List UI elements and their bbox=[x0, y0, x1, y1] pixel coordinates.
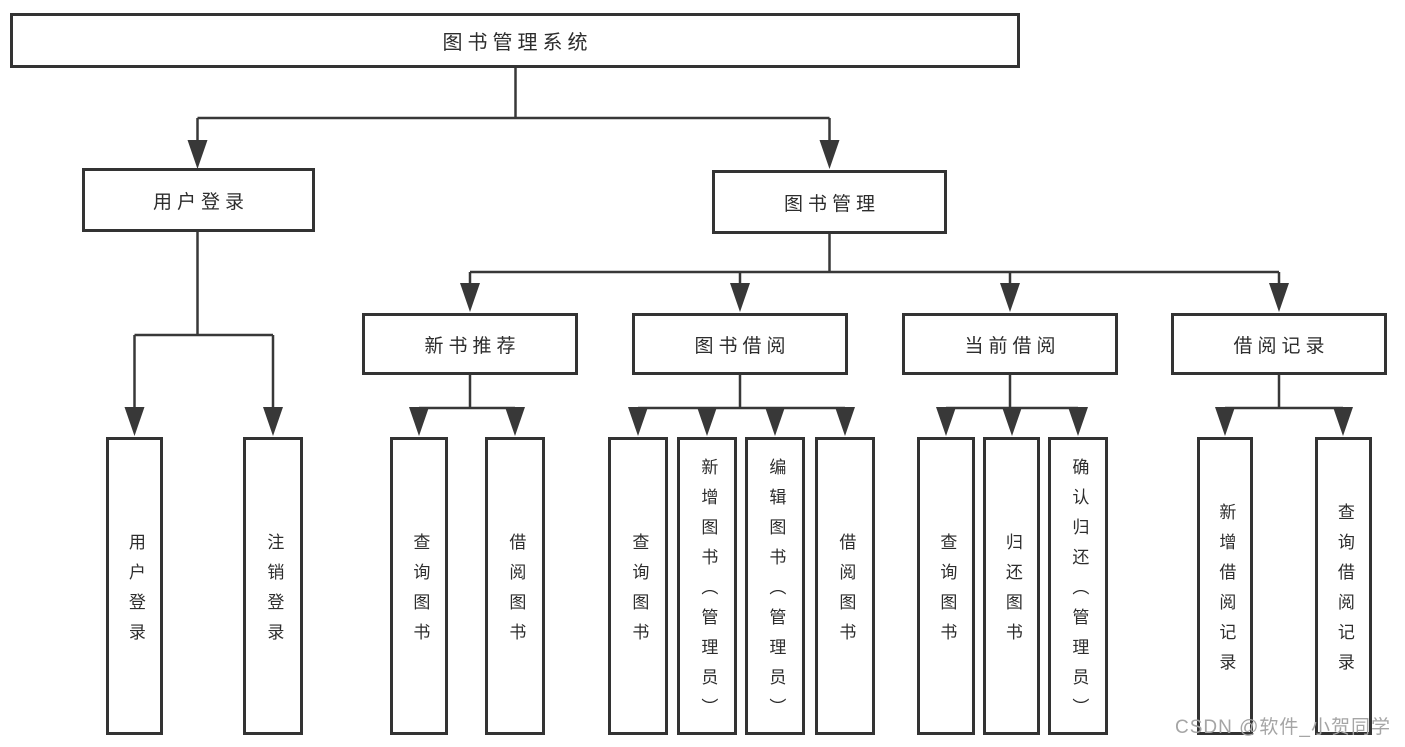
node-query-borrow-record-label: 查询借阅记录 bbox=[1334, 502, 1354, 683]
csdn-watermark: CSDN @软件_小贺同学 bbox=[1175, 717, 1391, 738]
node-book-management: 图书管理 bbox=[712, 170, 947, 234]
node-query-books-current-label: 查询图书 bbox=[937, 532, 957, 653]
node-borrow-books-recommend-label: 借阅图书 bbox=[506, 532, 526, 653]
node-add-books-admin: 新增图书（管理员） bbox=[677, 437, 737, 735]
node-borrow-books-leaf: 借阅图书 bbox=[815, 437, 875, 735]
node-book-borrowing-label: 图书借阅 bbox=[694, 335, 791, 357]
node-root: 图书管理系统 bbox=[10, 13, 1020, 68]
node-user-login-label: 用户登录 bbox=[152, 191, 249, 213]
node-query-books-borrow: 查询图书 bbox=[608, 437, 668, 735]
node-new-book-recommendation-label: 新书推荐 bbox=[424, 335, 521, 357]
node-book-borrowing: 图书借阅 bbox=[632, 313, 848, 375]
node-current-borrowing: 当前借阅 bbox=[902, 313, 1118, 375]
node-add-books-admin-label: 新增图书（管理员） bbox=[698, 457, 718, 728]
node-query-borrow-record: 查询借阅记录 bbox=[1315, 437, 1372, 735]
node-edit-books-admin-label: 编辑图书（管理员） bbox=[766, 457, 786, 728]
node-confirm-return-admin: 确认归还（管理员） bbox=[1048, 437, 1108, 735]
node-borrow-books-recommend: 借阅图书 bbox=[485, 437, 545, 735]
node-user-login: 用户登录 bbox=[82, 168, 315, 232]
node-user-login-leaf: 用户登录 bbox=[106, 437, 163, 735]
node-root-label: 图书管理系统 bbox=[442, 32, 593, 54]
node-borrow-books-leaf-label: 借阅图书 bbox=[836, 532, 856, 653]
node-new-book-recommendation: 新书推荐 bbox=[362, 313, 578, 375]
node-borrowing-records: 借阅记录 bbox=[1171, 313, 1387, 375]
node-current-borrowing-label: 当前借阅 bbox=[964, 335, 1061, 357]
node-book-management-label: 图书管理 bbox=[783, 193, 880, 215]
node-logout-label: 注销登录 bbox=[264, 532, 284, 653]
node-query-books-recommend: 查询图书 bbox=[390, 437, 448, 735]
node-query-books-current: 查询图书 bbox=[917, 437, 975, 735]
node-query-books-recommend-label: 查询图书 bbox=[410, 532, 430, 653]
node-add-borrow-record: 新增借阅记录 bbox=[1197, 437, 1253, 735]
node-confirm-return-admin-label: 确认归还（管理员） bbox=[1069, 457, 1089, 728]
node-user-login-leaf-label: 用户登录 bbox=[125, 532, 145, 653]
node-logout: 注销登录 bbox=[243, 437, 303, 735]
node-add-borrow-record-label: 新增借阅记录 bbox=[1216, 502, 1236, 683]
node-return-books: 归还图书 bbox=[983, 437, 1040, 735]
node-return-books-label: 归还图书 bbox=[1002, 532, 1022, 653]
node-borrowing-records-label: 借阅记录 bbox=[1233, 335, 1330, 357]
node-query-books-borrow-label: 查询图书 bbox=[629, 532, 649, 653]
node-edit-books-admin: 编辑图书（管理员） bbox=[745, 437, 805, 735]
